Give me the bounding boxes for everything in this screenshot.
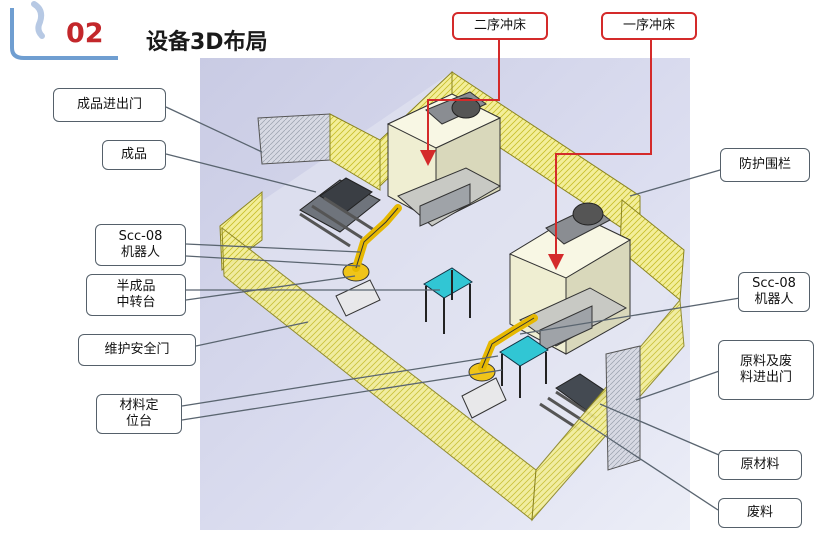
label-press-first: 一序冲床 [601,12,697,40]
section-number: 02 [66,18,104,49]
label-guard-fence: 防护围栏 [720,148,810,182]
press-second [386,91,502,227]
label-raw-waste-door: 原料及废 料进出门 [718,340,814,400]
label-product: 成品 [102,140,166,170]
label-material-station: 材料定 位台 [96,394,182,434]
finished-product-rack [299,177,381,248]
guard-fence-front [219,190,685,522]
label-scrap: 废料 [718,498,802,528]
label-product-door: 成品进出门 [53,88,166,122]
label-semi-transfer: 半成品 中转台 [86,274,186,316]
press-arrows [420,40,652,270]
leader-lines [165,106,741,511]
label-raw-material: 原材料 [718,450,802,480]
label-maintenance-door: 维护安全门 [78,334,196,366]
robot-right [461,314,538,419]
press-first [508,202,632,355]
label-press-second: 二序冲床 [452,12,548,40]
section-badge-icon [10,1,118,60]
page-title: 设备3D布局 [146,30,268,55]
label-robot-left: Scc-08 机器人 [95,224,186,266]
label-robot-right: Scc-08 机器人 [738,272,810,312]
material-station [499,335,549,398]
